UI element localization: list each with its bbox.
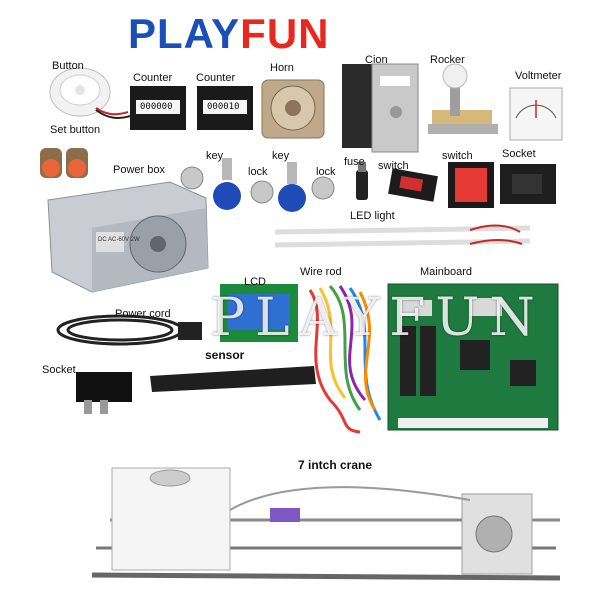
coin-acceptor-image bbox=[342, 63, 419, 153]
sensor-bar-image bbox=[150, 366, 316, 392]
label-coin: Cion bbox=[365, 54, 388, 66]
horn-image bbox=[261, 79, 325, 139]
label-lock-1: lock bbox=[248, 166, 268, 178]
key-lock-set-2-image bbox=[278, 162, 335, 212]
power-box-image bbox=[47, 181, 209, 293]
label-horn: Horn bbox=[270, 62, 294, 74]
label-mainboard: Mainboard bbox=[420, 266, 472, 278]
label-socket-top: Socket bbox=[502, 148, 536, 160]
round-button-image bbox=[49, 67, 131, 119]
fuse-image bbox=[356, 162, 368, 200]
switch-black-image bbox=[388, 168, 438, 202]
label-socket-bottom: Socket bbox=[42, 364, 76, 376]
socket-bottom-image bbox=[76, 372, 132, 414]
label-key-1: key bbox=[206, 150, 224, 162]
watermark: PLAYFUN bbox=[210, 288, 545, 348]
lcd-module-image bbox=[220, 284, 298, 342]
key-lock-set-1-image bbox=[180, 158, 274, 210]
counter-image-2 bbox=[197, 86, 253, 130]
label-switch-1: switch bbox=[378, 160, 409, 172]
label-crane: 7 intch crane bbox=[298, 458, 373, 472]
label-counter-2: Counter bbox=[196, 72, 236, 84]
logo-fun: FUN bbox=[240, 10, 330, 57]
label-sensor: sensor bbox=[205, 348, 245, 362]
counter-digits-2: 000010 bbox=[207, 102, 240, 112]
counter-digits-1: 000000 bbox=[140, 102, 173, 112]
logo-play: PLAY bbox=[128, 10, 241, 57]
voltmeter-image bbox=[509, 87, 563, 141]
label-fuse: fuse bbox=[344, 156, 365, 168]
counter-image-1 bbox=[130, 86, 186, 130]
switch-red-image bbox=[448, 162, 494, 208]
label-wire-rod: Wire rod bbox=[300, 266, 342, 278]
label-power-box: Power box bbox=[113, 164, 165, 176]
set-button-image bbox=[40, 148, 88, 178]
socket-top-image bbox=[500, 164, 556, 204]
mainboard-image bbox=[387, 283, 559, 431]
label-power-cord: Power cord bbox=[115, 308, 171, 320]
label-lock-2: lock bbox=[316, 166, 336, 178]
psu-label-text: DC AC-60V 2W bbox=[98, 237, 140, 243]
label-counter-1: Counter bbox=[133, 72, 173, 84]
label-voltmeter: Voltmeter bbox=[515, 70, 562, 82]
label-switch-2: switch bbox=[442, 150, 473, 162]
wire-rod-bundle-image bbox=[308, 285, 382, 434]
power-cord-image bbox=[56, 314, 202, 346]
label-set-button: Set button bbox=[50, 124, 101, 136]
label-rocker: Rocker bbox=[430, 54, 465, 66]
label-key-2: key bbox=[272, 150, 290, 162]
label-lcd: LCD bbox=[244, 276, 267, 288]
rocker-joystick-image bbox=[428, 63, 498, 134]
crane-image bbox=[91, 467, 561, 581]
label-button: Button bbox=[52, 60, 84, 72]
playfun-logo: PLAYFUN bbox=[128, 10, 330, 58]
label-led-light: LED light bbox=[350, 210, 395, 222]
led-light-strips-image bbox=[274, 224, 531, 248]
